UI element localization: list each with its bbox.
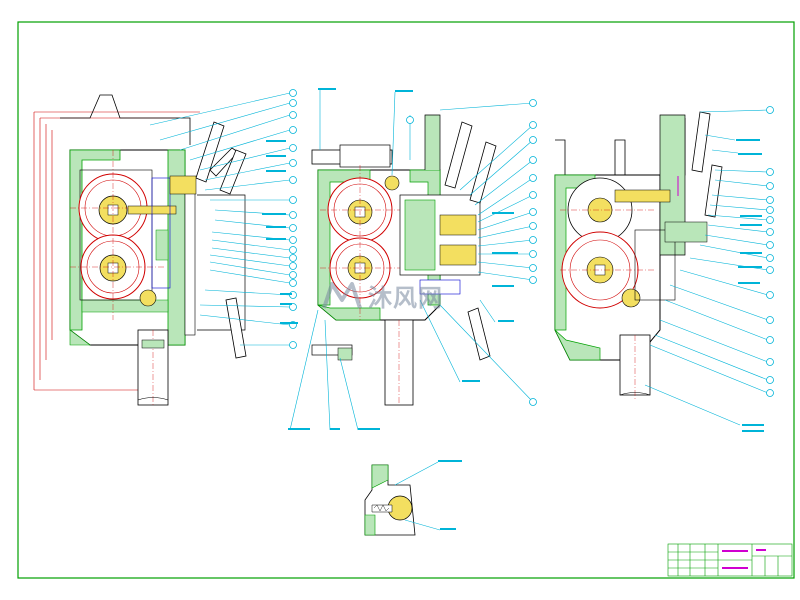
title-block-text-stubs [722,549,766,569]
handle-lever [195,121,247,359]
title-block [667,543,793,577]
right-leaders [644,109,769,426]
mufeng-logo-icon [322,282,362,309]
watermark-brand-text: 沐风网 [368,284,443,312]
right-balloons [766,106,774,397]
middle-leaders [289,90,534,431]
front-section-view [33,94,247,406]
left-label-stubs [262,140,298,324]
middle-label-stubs [288,88,518,430]
detail-view [364,460,462,536]
watermark: 沐风网 [322,278,482,312]
sheet-border [17,21,795,579]
right-label-stubs [736,139,764,432]
middle-balloons [406,99,537,406]
left-balloons [289,89,297,349]
right-section-view [554,111,723,400]
middle-section-view [311,114,497,406]
